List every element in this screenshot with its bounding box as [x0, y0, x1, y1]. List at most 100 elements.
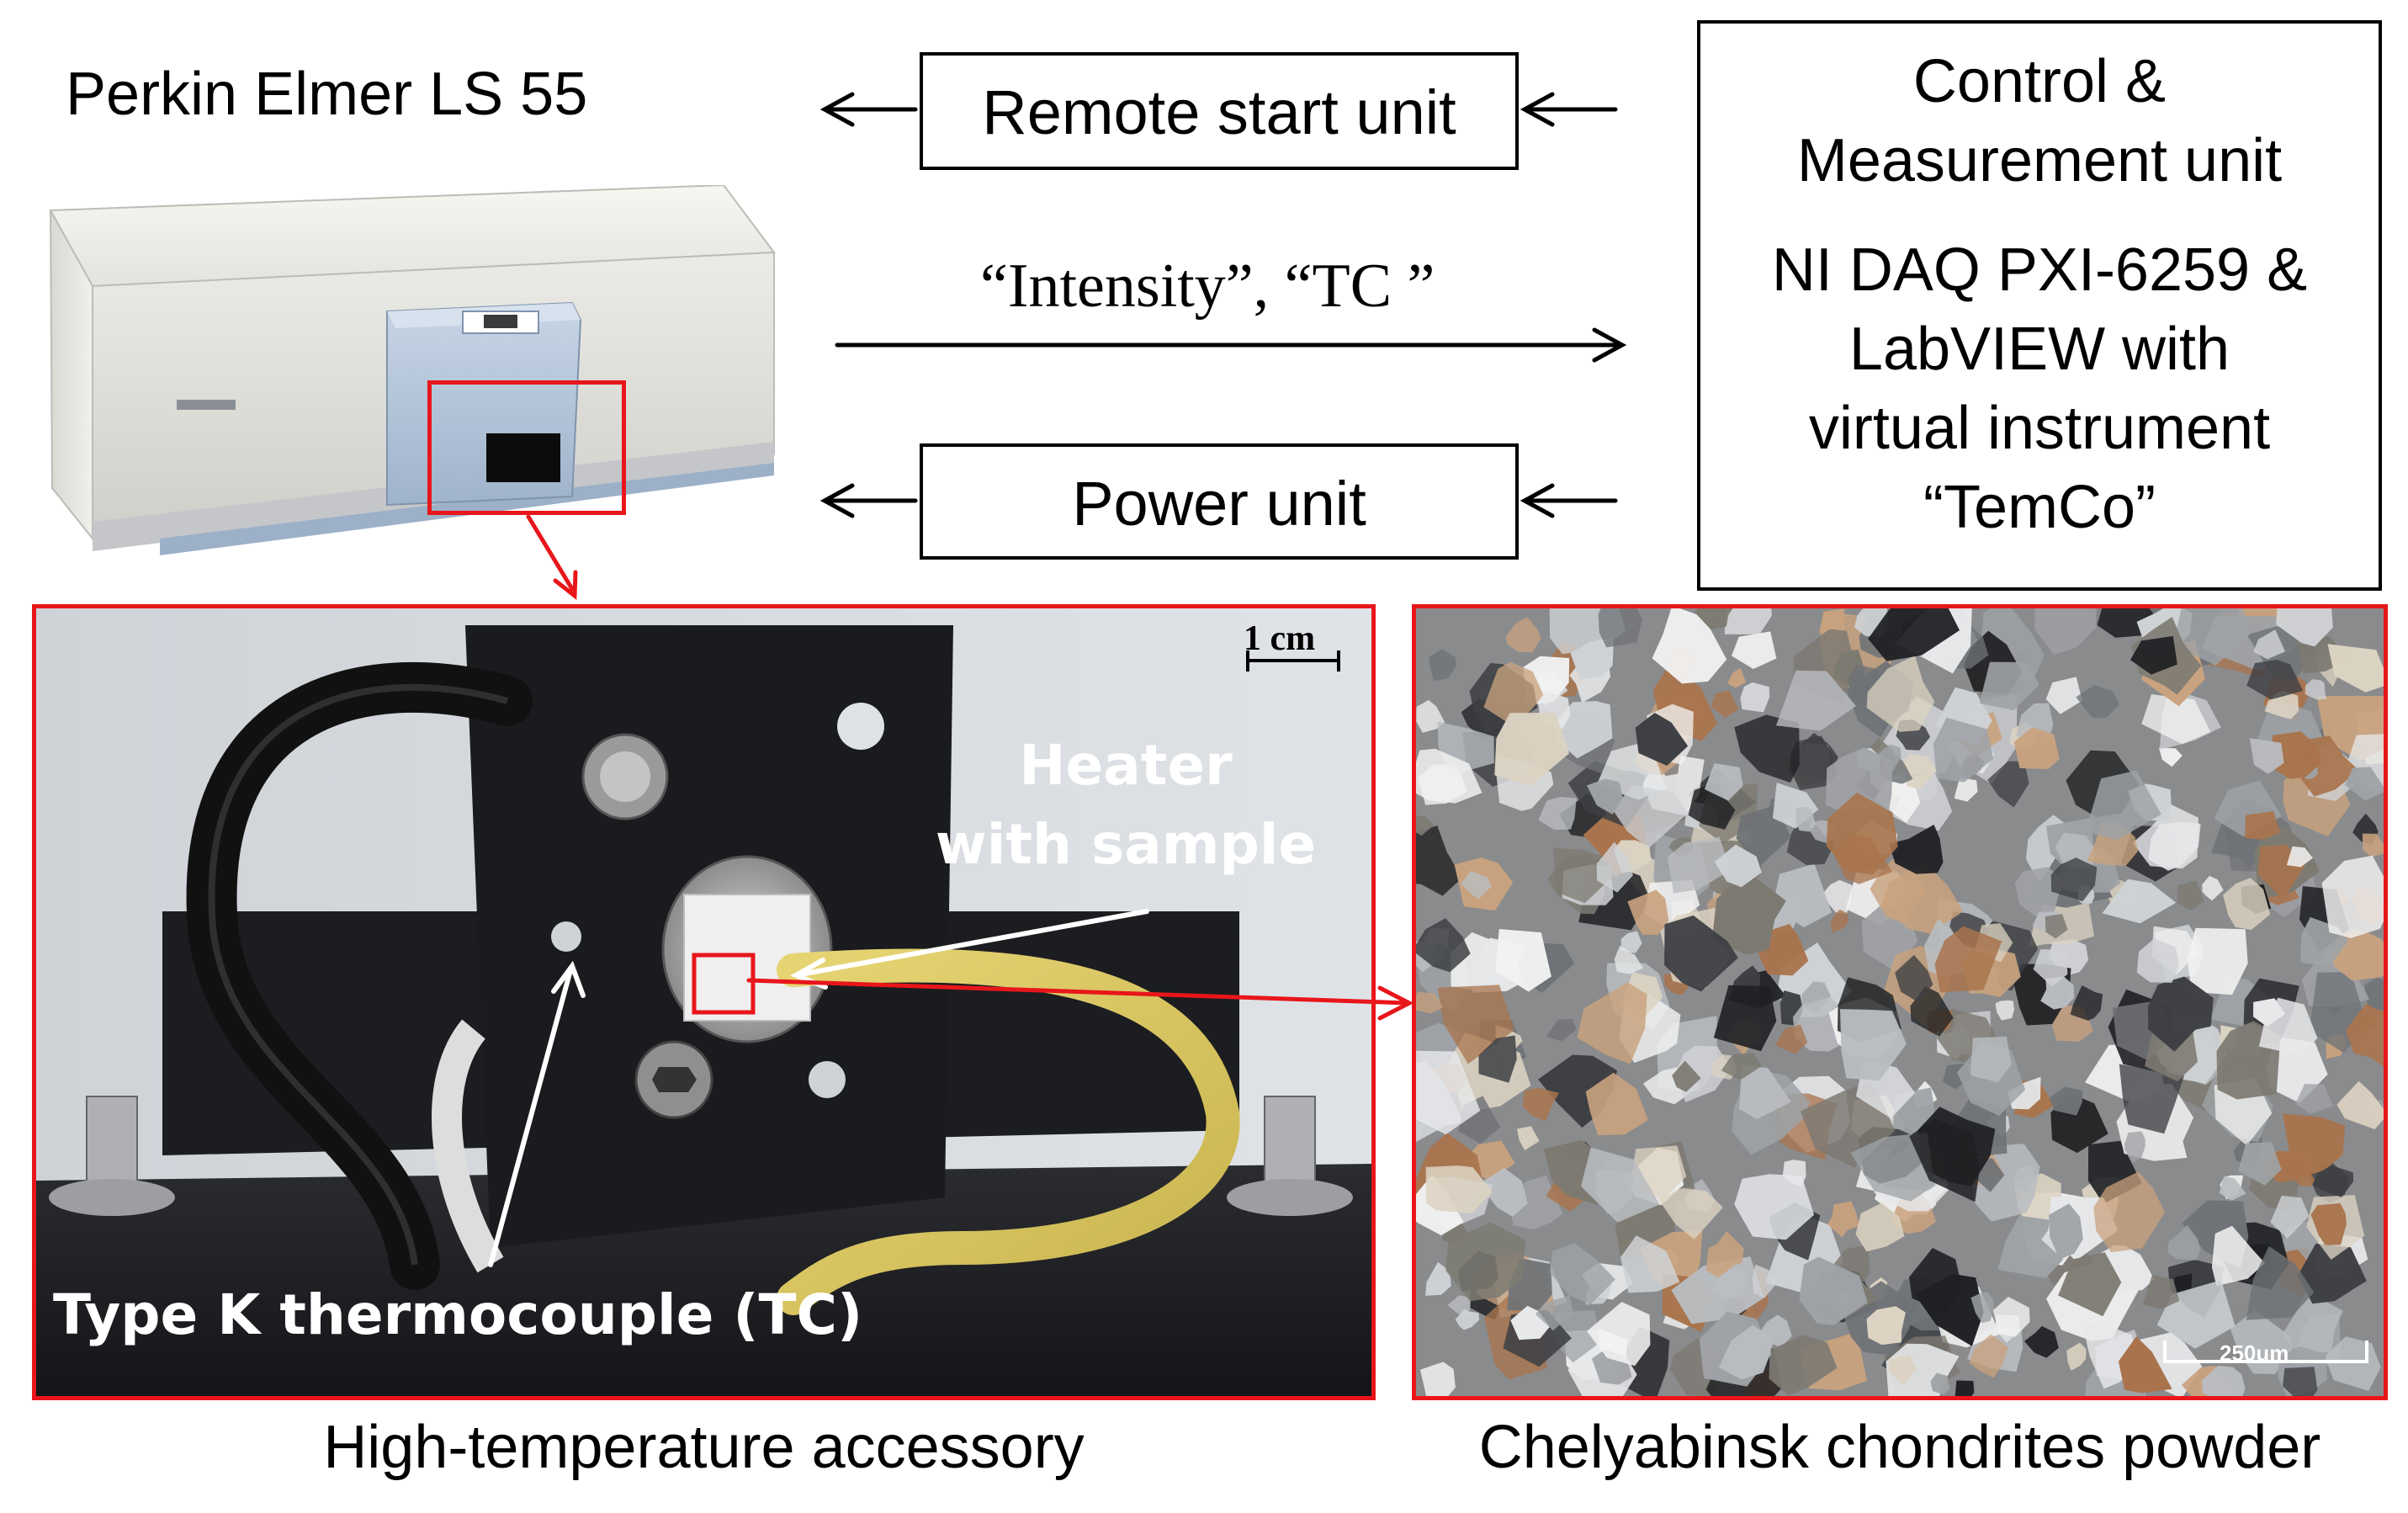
powder-grain	[2336, 1080, 2384, 1130]
accessory-caption: High-temperature accessory	[323, 1414, 1085, 1481]
accessory-scale-label: 1 cm	[1244, 619, 1316, 658]
powder-grain	[2119, 1336, 2172, 1394]
powder-grain	[1429, 649, 1456, 682]
powder-grain	[2297, 1243, 2367, 1304]
powder-grain	[1688, 782, 1736, 830]
powder-grain	[1774, 1024, 1808, 1054]
powder-grain	[1522, 1087, 1559, 1121]
powder-grain	[1711, 690, 1739, 718]
powder-grain	[2345, 767, 2384, 801]
powder-grain	[1866, 655, 1935, 732]
heater-label-line-2: with sample	[935, 812, 1317, 877]
powder-grain	[1714, 844, 1762, 888]
powder-grain	[2245, 810, 2281, 840]
powder-grain	[2310, 1202, 2347, 1245]
powder-grain	[1909, 1118, 1981, 1202]
powder-grain	[1538, 796, 1577, 830]
powder-grain	[1830, 909, 1848, 933]
powder-grain	[1795, 806, 1817, 832]
powder-grain	[2124, 1131, 2145, 1164]
powder-grain	[2295, 1083, 2334, 1114]
powder-grain	[2249, 738, 2284, 774]
powder-grain	[2119, 1064, 2184, 1134]
control-measurement-unit-box: Control & Measurement unit NI DAQ PXI-62…	[1697, 20, 2382, 591]
powder-grain	[1866, 1306, 1906, 1346]
powder-grain	[1505, 617, 1541, 653]
powder-grain	[2305, 679, 2327, 700]
accessory-photo-frame: 1 cm Heater with sample Type K thermocou…	[32, 604, 1376, 1400]
power-unit-box: Power unit	[920, 443, 1519, 560]
powder-grain	[1416, 815, 1435, 836]
powder-grain	[1970, 1036, 2012, 1083]
powder-grain	[1437, 985, 1514, 1064]
powder-grain	[1752, 1264, 1779, 1298]
instrument-title: Perkin Elmer LS 55	[66, 61, 588, 128]
powder-grain	[1664, 915, 1738, 992]
powder-grain	[2008, 1076, 2041, 1110]
powder-grain	[1782, 1160, 1806, 1187]
control-line-4: LabVIEW with	[1848, 316, 2230, 383]
heater-label-line-1: Heater	[1019, 733, 1233, 798]
powder-grain	[1596, 841, 1633, 893]
powder-grain	[2321, 855, 2384, 938]
powder-grain	[2045, 677, 2082, 714]
powder-grain	[1535, 1295, 1573, 1331]
powder-grain	[2313, 1165, 2354, 1197]
powder-grain	[2033, 949, 2068, 987]
powder-grain	[1671, 1256, 1764, 1325]
remote-start-unit-label: Remote start unit	[982, 77, 1456, 147]
powder-grain	[2286, 846, 2313, 868]
powder-grain	[2246, 659, 2304, 700]
powder-grain	[2070, 985, 2103, 1021]
powder-grain	[1595, 1169, 1634, 1214]
powder-grain	[2167, 1224, 2201, 1261]
powder-grain	[1587, 1302, 1651, 1367]
powder-grain	[1878, 744, 1901, 772]
powder-grain	[1888, 1354, 1917, 1386]
powder-grain	[2148, 821, 2201, 871]
powder-grain	[1672, 1060, 1701, 1092]
powder-grain	[2024, 1325, 2059, 1358]
powder-grain	[1769, 1335, 1838, 1396]
powder-grain	[1425, 1261, 1451, 1296]
powder-grain	[2034, 608, 2103, 656]
powder-grain	[1419, 1362, 1456, 1396]
powder-grain	[2282, 1291, 2343, 1355]
powder-grain	[1903, 753, 1937, 790]
powder-grain	[2223, 878, 2271, 930]
powder-grain	[1711, 873, 1786, 955]
signal-label: “Intensity”, “TC ”	[980, 252, 1435, 321]
powder-grain	[2050, 857, 2098, 902]
powder-grain	[1494, 713, 1570, 786]
powder-grain	[1416, 1050, 1481, 1135]
powder-grain	[2253, 629, 2285, 660]
powder-grain	[2327, 644, 2384, 693]
powder-grain	[2201, 1365, 2246, 1396]
powder-grain	[2040, 976, 2075, 1010]
powder-grain	[1546, 1019, 1577, 1042]
powder-grain	[2085, 770, 2161, 841]
powder-grain	[1705, 1231, 1744, 1278]
powder-grain	[2172, 608, 2252, 666]
powder-grain	[2066, 1342, 2087, 1371]
powder-grain	[1658, 1187, 1723, 1240]
powder-grain	[1970, 1291, 1994, 1324]
powder-grain	[2055, 832, 2095, 869]
powder-grain	[2013, 727, 2060, 769]
powder-grain	[1790, 735, 1838, 790]
powder-grain	[1850, 1133, 1935, 1202]
powder-grain	[2148, 976, 2214, 1052]
powder-grain	[1868, 608, 1960, 661]
powder-grain	[2093, 1171, 2166, 1253]
powder-grain	[1724, 608, 1772, 634]
powder-grain	[1704, 763, 1743, 801]
spectrometer-image	[49, 185, 776, 555]
powder-grain	[1969, 1334, 2008, 1378]
powder-grain	[2049, 1203, 2083, 1260]
power-unit-label: Power unit	[1072, 469, 1366, 539]
powder-grain	[2177, 880, 2204, 910]
powder-photo	[1416, 608, 2384, 1396]
powder-grain	[1825, 747, 1893, 816]
powder-grain	[2142, 1275, 2180, 1309]
powder-grain	[2283, 1367, 2318, 1396]
